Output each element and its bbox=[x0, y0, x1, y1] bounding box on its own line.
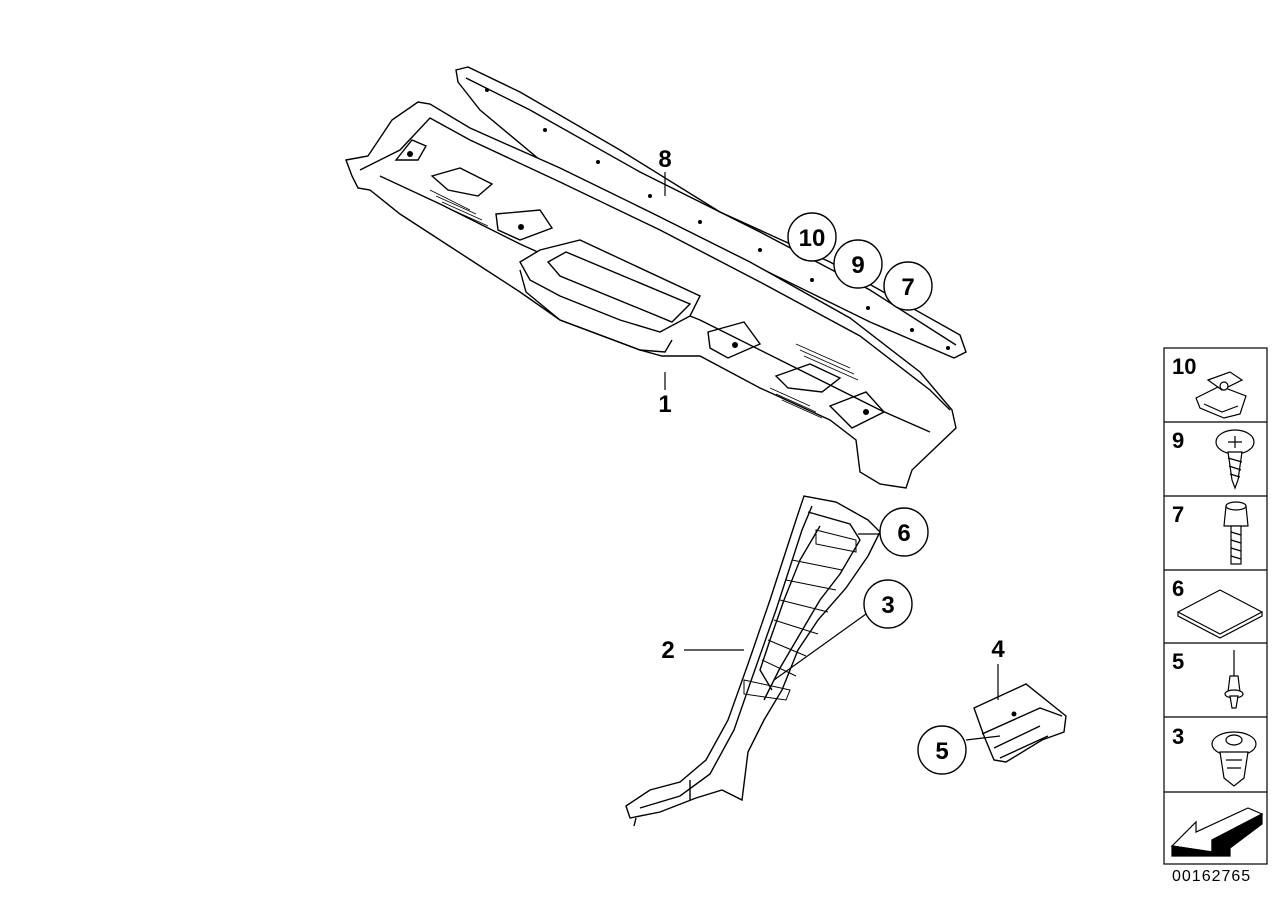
callout-3-circle bbox=[863, 579, 913, 629]
legend-number-5: 5 bbox=[1172, 649, 1184, 674]
callout-10-circle bbox=[787, 212, 837, 262]
callout-6-circle bbox=[879, 507, 929, 557]
rivet-icon bbox=[1224, 650, 1244, 709]
direction-arrow-icon bbox=[1170, 807, 1264, 857]
document-id: 00162765 bbox=[1172, 868, 1252, 885]
legend-number-3: 3 bbox=[1172, 724, 1184, 749]
callout-2: 2 bbox=[661, 637, 674, 664]
callout-5: 5 bbox=[935, 738, 948, 765]
callout-9-circle bbox=[833, 239, 883, 289]
expanding-clip-icon bbox=[1211, 731, 1257, 787]
callout-5-circle bbox=[917, 725, 967, 775]
callout-3: 3 bbox=[881, 592, 894, 619]
legend-panel: 10 9 7 6 5 3 bbox=[1163, 347, 1268, 865]
part-4-bracket bbox=[973, 683, 1067, 763]
part-1-trim-panel bbox=[345, 101, 957, 489]
callout-7-circle bbox=[883, 261, 933, 311]
part-2-pillar-trim bbox=[625, 495, 881, 827]
nut-clip-icon bbox=[1195, 371, 1247, 419]
callouts: 8 1 2 4 10 9 7 6 3 5 bbox=[658, 146, 1005, 775]
bolt-icon bbox=[1223, 501, 1249, 565]
callout-6: 6 bbox=[897, 520, 910, 547]
leader-lines bbox=[664, 172, 1001, 741]
legend-number-9: 9 bbox=[1172, 428, 1184, 453]
callout-9: 9 bbox=[851, 252, 864, 279]
callout-7: 7 bbox=[901, 274, 914, 301]
callout-8: 8 bbox=[658, 146, 671, 173]
legend-number-10: 10 bbox=[1172, 354, 1196, 379]
screw-icon bbox=[1215, 429, 1255, 490]
callout-1: 1 bbox=[658, 391, 671, 418]
legend-number-7: 7 bbox=[1172, 502, 1184, 527]
pad-icon bbox=[1176, 589, 1264, 639]
callout-4: 4 bbox=[991, 636, 1005, 663]
part-8-strip bbox=[455, 66, 967, 359]
legend-number-6: 6 bbox=[1172, 576, 1184, 601]
callout-10: 10 bbox=[799, 225, 826, 252]
